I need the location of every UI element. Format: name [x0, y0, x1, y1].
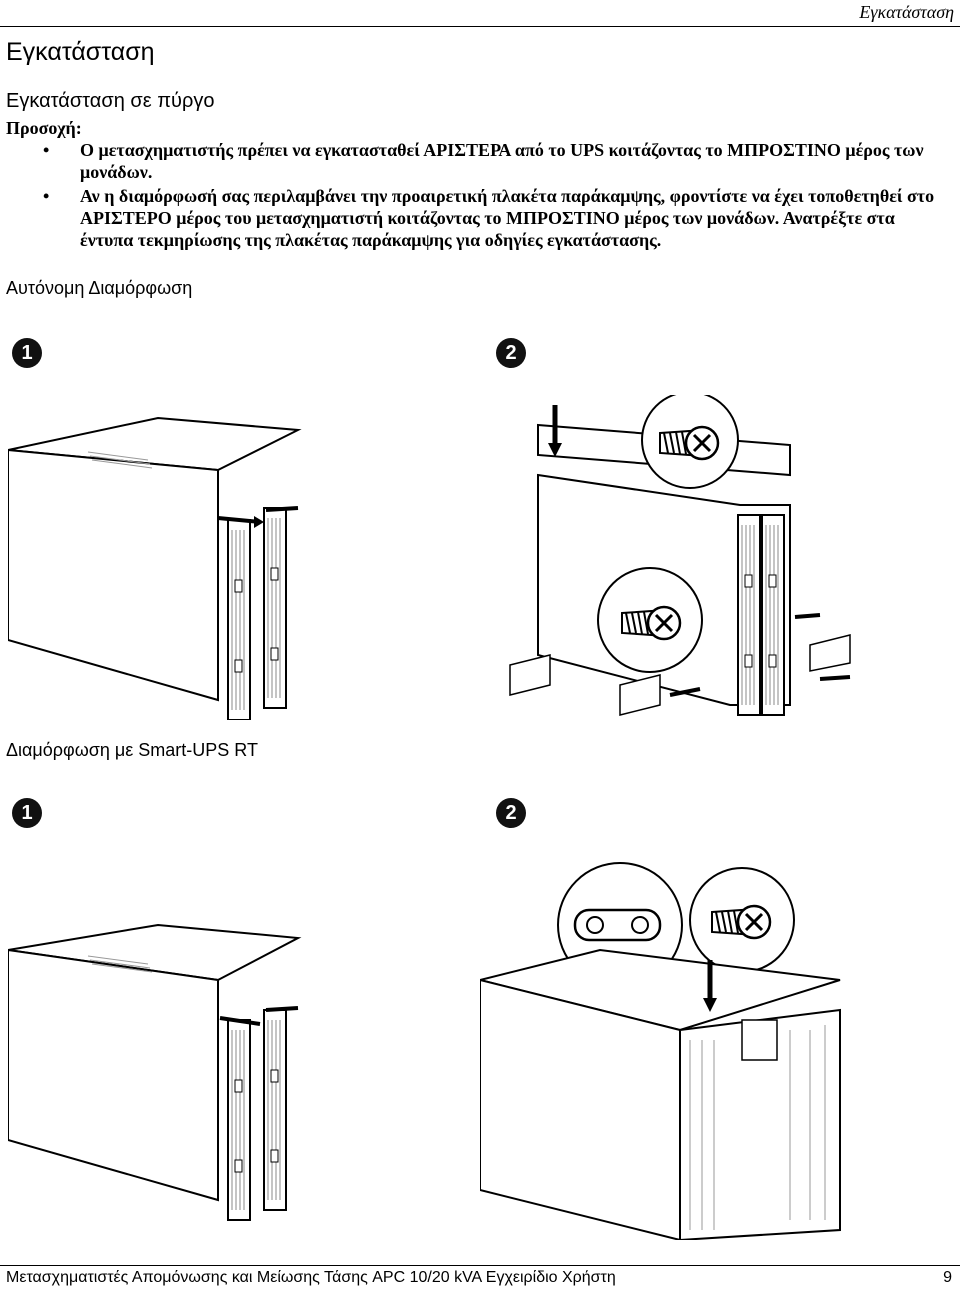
bullet-icon: • — [43, 186, 50, 206]
tower-bracket-illustration — [509, 395, 851, 716]
running-header: Εγκατάσταση — [859, 2, 954, 22]
step-badge: 2 — [496, 338, 526, 368]
rt-tower-assembly-illustration — [8, 923, 302, 1221]
config-title-standalone: Αυτόνομη Διαμόρφωση — [6, 278, 193, 298]
page-number: 9 — [943, 1269, 952, 1286]
caution-list: • Ο μετασχηματιστής πρέπει να εγκατασταθ… — [0, 139, 960, 253]
header-rule — [0, 26, 960, 27]
config-title-smart-ups: Διαμόρφωση με Smart-UPS RT — [6, 740, 258, 760]
footer-rule — [0, 1265, 960, 1266]
subsection-title: Εγκατάσταση σε πύργο — [6, 90, 215, 112]
section-title: Εγκατάσταση — [6, 38, 155, 66]
caution-item: • Αν η διαμόρφωσή σας περιλαμβάνει την π… — [0, 185, 960, 251]
caution-item: • Ο μετασχηματιστής πρέπει να εγκατασταθ… — [0, 139, 960, 183]
step-badge: 2 — [496, 798, 526, 828]
caution-item-text: Αν η διαμόρφωσή σας περιλαμβάνει την προ… — [80, 186, 935, 250]
tower-assembly-illustration — [8, 416, 302, 720]
rt-bracket-illustration — [480, 862, 841, 1240]
caution-label: Προσοχή: — [6, 118, 82, 138]
caution-item-text: Ο μετασχηματιστής πρέπει να εγκατασταθεί… — [80, 140, 924, 182]
footer-title: Μετασχηματιστές Απομόνωσης και Μείωσης Τ… — [6, 1269, 616, 1286]
step-badge: 1 — [12, 338, 42, 368]
step-badge: 1 — [12, 798, 42, 828]
bullet-icon: • — [43, 140, 50, 160]
